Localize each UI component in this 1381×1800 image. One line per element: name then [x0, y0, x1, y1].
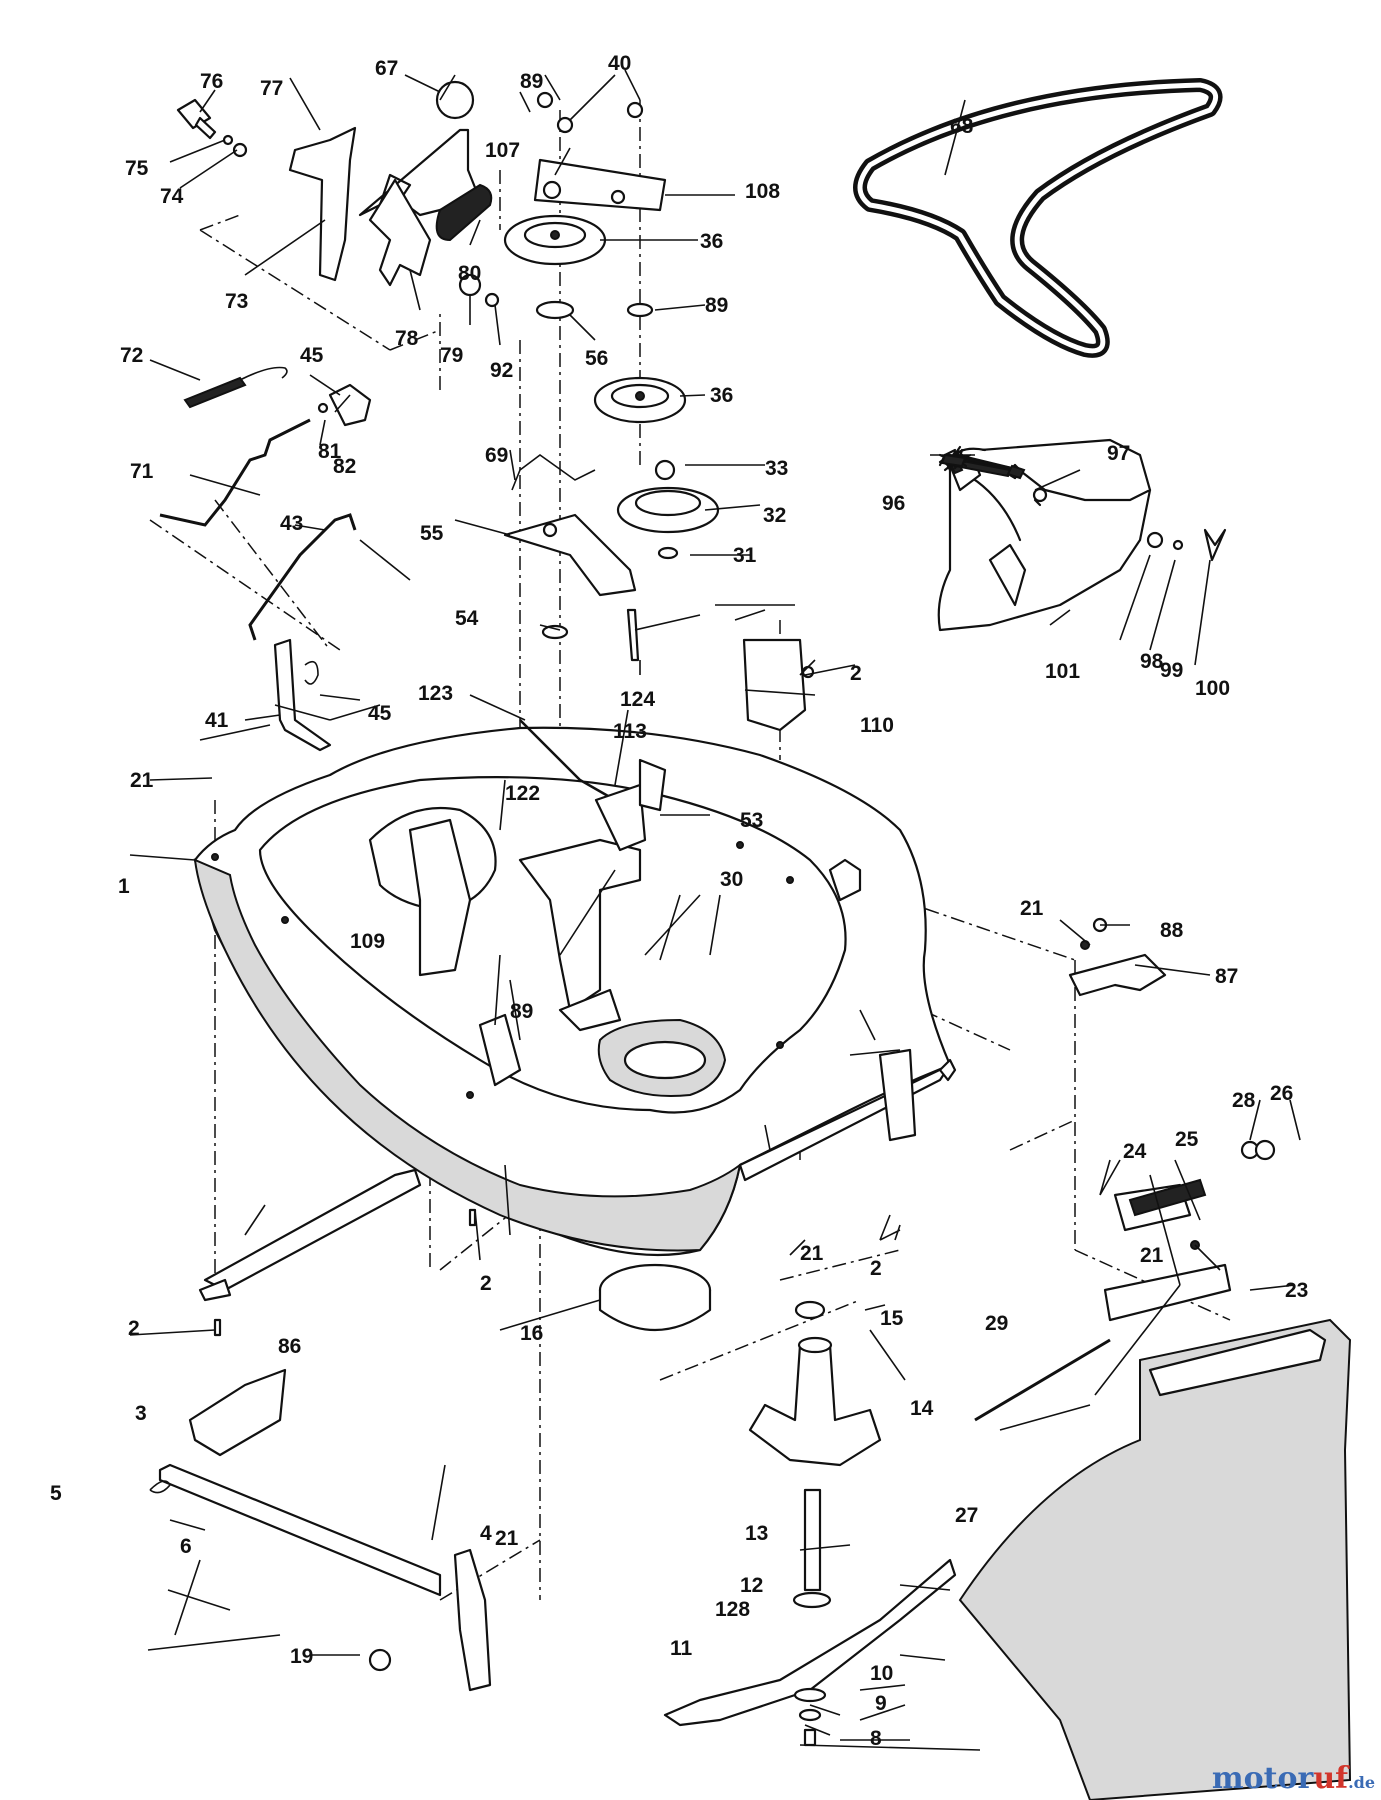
callout-122: 122 [505, 782, 540, 805]
callout-labels: 1 2 2 2 2 3 4 5 6 8 9 10 11 12 128 13 14… [50, 52, 1308, 1750]
callout-26: 26 [1270, 1082, 1293, 1105]
callout-21: 21 [495, 1527, 519, 1550]
linkage-parts [159, 80, 500, 752]
callout-76: 76 [200, 70, 223, 93]
callout-19: 19 [290, 1645, 313, 1668]
callout-108: 108 [745, 180, 780, 203]
callout-109: 109 [350, 930, 385, 953]
idler-bracket [503, 454, 815, 852]
watermark-brand-a: motor [1211, 1761, 1314, 1796]
deck-drive-belt [853, 78, 1223, 358]
callout-16: 16 [520, 1322, 543, 1345]
callout-98: 98 [1140, 650, 1164, 673]
callout-24: 24 [1123, 1140, 1147, 1163]
callout-21: 21 [800, 1242, 824, 1265]
callout-87: 87 [1215, 965, 1238, 988]
callout-8: 8 [870, 1727, 882, 1750]
callout-36: 36 [710, 384, 733, 407]
callout-96: 96 [882, 492, 905, 515]
callout-32: 32 [763, 504, 786, 527]
callout-107: 107 [485, 139, 520, 162]
callout-110: 110 [860, 714, 894, 737]
callout-45: 45 [300, 344, 324, 367]
callout-31: 31 [733, 544, 757, 567]
callout-41: 41 [205, 709, 229, 732]
callout-33: 33 [765, 457, 788, 480]
callout-56: 56 [585, 347, 608, 370]
callout-88: 88 [1160, 919, 1184, 942]
callout-128: 128 [715, 1598, 750, 1621]
callout-75: 75 [125, 157, 149, 180]
callout-124: 124 [620, 688, 655, 711]
callout-68: 68 [950, 115, 974, 138]
callout-27: 27 [955, 1504, 978, 1527]
watermark-tld: .de [1348, 1773, 1375, 1792]
callout-25: 25 [1175, 1128, 1199, 1151]
mower-deck [193, 726, 957, 1257]
callout-80: 80 [458, 262, 481, 285]
callout-72: 72 [120, 344, 143, 367]
callout-79: 79 [440, 344, 463, 367]
callout-21: 21 [130, 769, 154, 792]
callout-28: 28 [1232, 1089, 1256, 1112]
callout-15: 15 [880, 1307, 904, 1330]
callout-71: 71 [130, 460, 154, 483]
callout-123: 123 [418, 682, 453, 705]
callout-9: 9 [875, 1692, 887, 1715]
callout-45: 45 [368, 702, 392, 725]
pulley-stack [503, 91, 720, 560]
callout-78: 78 [395, 327, 419, 350]
callout-77: 77 [260, 77, 283, 100]
callout-92: 92 [490, 359, 513, 382]
callout-36: 36 [700, 230, 723, 253]
callout-5: 5 [50, 1482, 62, 1505]
callout-97: 97 [1107, 442, 1130, 465]
callout-89: 89 [705, 294, 728, 317]
right-side-parts [958, 917, 1352, 1800]
callout-23: 23 [1285, 1279, 1308, 1302]
callout-21: 21 [1140, 1244, 1164, 1267]
callout-11: 11 [670, 1637, 693, 1660]
callout-1: 1 [118, 875, 130, 898]
callout-14: 14 [910, 1397, 934, 1420]
callout-100: 100 [1195, 677, 1230, 700]
callout-29: 29 [985, 1312, 1008, 1335]
callout-69: 69 [485, 444, 508, 467]
callout-55: 55 [420, 522, 444, 545]
leader-lines [129, 69, 1301, 1751]
callout-2: 2 [870, 1257, 882, 1280]
callout-13: 13 [745, 1522, 768, 1545]
callout-12: 12 [740, 1574, 763, 1597]
callout-4: 4 [480, 1522, 492, 1545]
callout-21: 21 [1020, 897, 1044, 920]
callout-73: 73 [225, 290, 248, 313]
discharge-deflector [937, 438, 1227, 632]
callout-89: 89 [510, 1000, 533, 1023]
callout-81: 81 [318, 440, 342, 463]
watermark-logo: motoruf.de [1212, 1761, 1375, 1796]
callout-101: 101 [1045, 660, 1080, 683]
callout-43: 43 [280, 512, 303, 535]
callout-99: 99 [1160, 659, 1183, 682]
callout-10: 10 [870, 1662, 893, 1685]
callout-2: 2 [480, 1272, 492, 1295]
callout-3: 3 [135, 1402, 147, 1425]
callout-86: 86 [278, 1335, 301, 1358]
callout-40: 40 [608, 52, 631, 75]
callout-6: 6 [180, 1535, 192, 1558]
callout-2: 2 [850, 662, 862, 685]
callout-30: 30 [720, 868, 743, 891]
callout-113: 113 [613, 720, 647, 743]
callout-2: 2 [128, 1317, 140, 1340]
callout-74: 74 [160, 185, 184, 208]
callout-53: 53 [740, 809, 763, 832]
callout-89: 89 [520, 70, 543, 93]
callout-67: 67 [375, 57, 398, 80]
lower-hardware [149, 1168, 957, 1747]
callout-82: 82 [333, 455, 356, 478]
callout-54: 54 [455, 607, 479, 630]
watermark-brand-b: uf [1313, 1761, 1349, 1796]
